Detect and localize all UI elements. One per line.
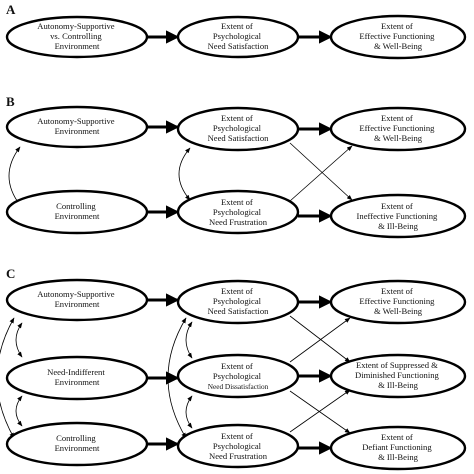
node-c1-shape	[5, 278, 149, 322]
panel-label-b: B	[6, 94, 15, 109]
correlation-c5-c8	[185, 395, 193, 429]
correlation-c1-c4	[15, 322, 23, 358]
node-c9: Extent of Defiant Functioning & Ill-Bein…	[329, 425, 467, 471]
node-c2: Extent of Psychological Need Satisfactio…	[176, 279, 300, 325]
node-b3: Extent of Effective Functioning & Well-B…	[329, 106, 467, 152]
node-c1: Autonomy-Supportive Environment	[5, 278, 149, 322]
node-b1-label: Autonomy-Supportive Environment	[37, 116, 117, 136]
node-a1-label: Autonomy-Supportive vs. Controlling Envi…	[37, 21, 117, 51]
correlation-b1-b4	[8, 146, 21, 206]
node-a1-shape	[5, 15, 149, 59]
node-c9-shape	[329, 425, 467, 471]
correlation-c2-c5	[185, 321, 193, 359]
node-b1: Autonomy-Supportive Environment	[5, 105, 149, 149]
panel-label-a: A	[6, 2, 16, 17]
cross-arrow-b5-b3	[289, 145, 353, 202]
node-c8-shape	[176, 423, 300, 469]
node-c7-shape	[5, 421, 149, 467]
node-a3-label: Extent of Effective Functioning & Well-B…	[359, 21, 436, 51]
node-c8: Extent of Psychological Need Frustration	[176, 423, 300, 469]
node-c3-label: Extent of Effective Functioning & Well-B…	[359, 286, 436, 316]
node-c6: Extent of Suppressed & Diminished Functi…	[329, 353, 467, 399]
node-c9-label: Extent of Defiant Functioning & Ill-Bein…	[362, 432, 434, 462]
node-c4-shape	[5, 355, 149, 401]
cross-arrow-c5-c3	[289, 317, 351, 363]
cross-arrow-c8-c6	[289, 389, 351, 433]
node-c5-label: Extent of Psychological Need Dissatisfac…	[208, 361, 269, 391]
node-b2: Extent of Psychological Need Satisfactio…	[176, 106, 300, 152]
correlation-b2-b5	[178, 147, 191, 201]
node-c2-shape	[176, 279, 300, 325]
node-c4-label: Need-Indifferent Environment	[47, 367, 107, 387]
node-b5-shape	[176, 189, 300, 235]
node-b4: Controlling Environment	[5, 189, 149, 235]
correlation-c4-c7	[15, 395, 23, 427]
node-b1-shape	[5, 105, 149, 149]
cross-arrow-b2-b6	[289, 142, 353, 201]
node-c1-label: Autonomy-Supportive Environment	[37, 289, 117, 309]
node-b3-label: Extent of Effective Functioning & Well-B…	[359, 113, 436, 143]
node-c4: Need-Indifferent Environment	[5, 355, 149, 401]
node-b4-shape	[5, 189, 149, 235]
panel-b-arrows	[8, 120, 353, 223]
cross-arrow-c2-c6	[289, 315, 351, 363]
node-c5-shape	[176, 353, 300, 399]
node-b6: Extent of Ineffective Functioning & Ill-…	[329, 193, 467, 239]
correlation-c2-c8	[167, 317, 187, 439]
panel-label-c: C	[6, 266, 15, 281]
node-c7: Controlling Environment	[5, 421, 149, 467]
node-b3-shape	[329, 106, 467, 152]
node-a2-shape	[176, 15, 300, 59]
node-c3-shape	[329, 279, 467, 325]
node-c2-label: Extent of Psychological Need Satisfactio…	[208, 286, 270, 316]
node-c7-label: Controlling Environment	[55, 433, 100, 453]
node-b6-label: Extent of Ineffective Functioning & Ill-…	[357, 201, 440, 231]
node-a1: Autonomy-Supportive vs. Controlling Envi…	[5, 15, 149, 59]
node-c6-shape	[329, 353, 467, 399]
node-c5: Extent of Psychological Need Dissatisfac…	[176, 353, 300, 399]
panel-c-arrows	[0, 293, 351, 455]
node-a2-label: Extent of Psychological Need Satisfactio…	[208, 21, 270, 51]
node-b2-label: Extent of Psychological Need Satisfactio…	[208, 113, 270, 143]
node-c8-label: Extent of Psychological Need Frustration	[209, 431, 268, 461]
node-a2: Extent of Psychological Need Satisfactio…	[176, 15, 300, 59]
node-b5-label: Extent of Psychological Need Frustration	[209, 197, 268, 227]
node-a3-shape	[329, 14, 467, 60]
node-b4-label: Controlling Environment	[55, 201, 100, 221]
node-c6-label: Extent of Suppressed & Diminished Functi…	[355, 360, 441, 390]
cross-arrow-c5-c9	[289, 390, 351, 434]
node-b2-shape	[176, 106, 300, 152]
node-c3: Extent of Effective Functioning & Well-B…	[329, 279, 467, 325]
node-b6-shape	[329, 193, 467, 239]
node-b5: Extent of Psychological Need Frustration	[176, 189, 300, 235]
correlation-c1-c7	[0, 317, 15, 439]
node-a3: Extent of Effective Functioning & Well-B…	[329, 14, 467, 60]
